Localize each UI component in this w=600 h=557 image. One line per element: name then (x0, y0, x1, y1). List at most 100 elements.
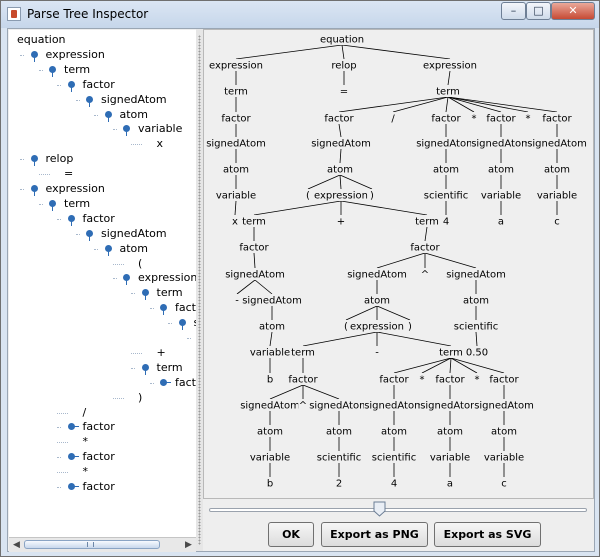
zoom-slider[interactable] (203, 499, 594, 521)
tree-edge (235, 44, 343, 60)
tree-node: ( (344, 322, 348, 333)
tree-node-background (375, 373, 413, 385)
tree-node: signedAtom (364, 401, 424, 412)
tree-node: atom (463, 296, 489, 307)
tree-node: 4 (391, 479, 397, 490)
tree-node-background (432, 163, 460, 175)
scroll-left-arrow-icon[interactable]: ◀ (13, 540, 20, 550)
tree-edge (338, 123, 342, 138)
collapsed-toggle-icon[interactable] (67, 453, 79, 461)
tree-node-background (225, 268, 285, 280)
tree-node-label[interactable]: signedAtom (101, 226, 167, 240)
tree-node-label[interactable]: + (156, 345, 166, 359)
tree-node-label[interactable]: term (64, 62, 91, 76)
tree-node-label[interactable]: factor (82, 77, 115, 91)
tree-node-label[interactable]: expression (138, 271, 197, 285)
tree-node-label[interactable]: factor (82, 480, 115, 493)
tree-node-label[interactable]: factor (82, 450, 115, 464)
expanded-toggle-icon[interactable] (160, 304, 167, 316)
expanded-toggle-icon[interactable] (104, 110, 112, 122)
ok-button[interactable]: OK (268, 522, 314, 547)
tree-node-label[interactable]: variable (138, 122, 183, 136)
expanded-toggle-icon[interactable] (67, 80, 75, 92)
tree-node-label[interactable]: term (156, 360, 183, 374)
tree-node-background (211, 189, 261, 201)
tree-node-label[interactable]: ) (138, 390, 143, 404)
tree-node-label[interactable]: * (82, 435, 89, 449)
tree-node-label[interactable]: atom (119, 241, 149, 255)
tree-node-label[interactable]: term (64, 196, 91, 210)
java-app-icon (7, 7, 21, 21)
tree-node-label[interactable]: factor (82, 211, 115, 225)
tree-node-background (472, 373, 482, 385)
expanded-toggle-icon[interactable] (30, 185, 38, 196)
tree-node-label[interactable]: equation (17, 33, 66, 46)
tree-node-label[interactable]: relop (45, 152, 74, 166)
tree-node-label[interactable]: ( (138, 256, 143, 270)
tree-node: * (472, 114, 477, 125)
tree-node-background (298, 399, 308, 411)
expanded-toggle-icon[interactable] (178, 319, 186, 331)
tree-node-background (543, 163, 571, 175)
expanded-toggle-icon[interactable] (104, 244, 112, 256)
expanded-toggle-icon[interactable] (141, 363, 149, 375)
expanded-toggle-icon[interactable] (30, 155, 38, 167)
tree-node-background (245, 346, 295, 358)
tree-node-background (245, 451, 295, 463)
export-svg-button[interactable]: Export as SVG (434, 522, 541, 547)
tree-node-background (490, 425, 518, 437)
expanded-toggle-icon[interactable] (123, 274, 130, 286)
tree-node-label[interactable]: expression (45, 182, 105, 195)
tree-node-label[interactable]: x (156, 137, 164, 151)
tree-node: expression (209, 61, 263, 72)
tree-node: + (337, 217, 345, 228)
expanded-toggle-icon[interactable] (141, 289, 149, 301)
minimize-button[interactable]: – (501, 2, 526, 20)
export-png-button[interactable]: Export as PNG (321, 522, 428, 547)
maximize-button[interactable]: □ (526, 2, 551, 20)
tree-node-label[interactable]: factor (175, 301, 196, 315)
tree-node-background (413, 215, 441, 227)
close-button[interactable]: ✕ (551, 2, 595, 20)
tree-node-label[interactable]: signedAtom (101, 92, 167, 106)
tree-edge (376, 252, 426, 269)
tree-node-label[interactable]: atom (119, 107, 149, 121)
tree-node-label[interactable]: sig (194, 316, 197, 329)
title-bar[interactable]: Parse Tree Inspector – □ ✕ (1, 1, 599, 28)
split-pane-divider[interactable] (196, 29, 203, 551)
tree-connector-line (38, 203, 43, 205)
tree-horizontal-scrollbar[interactable]: ◀ ▶ (9, 537, 196, 552)
tree-node-label[interactable]: term (156, 286, 183, 300)
expanded-toggle-icon[interactable] (86, 229, 93, 241)
tree-node-background (416, 189, 476, 201)
collapsed-toggle-icon[interactable] (67, 483, 79, 490)
slider-track (209, 508, 587, 512)
tree-node-label[interactable]: / (82, 405, 87, 419)
tree-node: atom (259, 322, 285, 333)
scroll-right-arrow-icon[interactable]: ▶ (185, 540, 192, 550)
tree-node-label[interactable]: * (82, 465, 89, 479)
tree-node-label[interactable]: expression (45, 47, 105, 61)
tree-node-label[interactable]: factor (82, 420, 115, 434)
tree-edge (450, 357, 478, 374)
collapsed-toggle-icon[interactable] (160, 378, 171, 386)
collapsed-toggle-icon[interactable] (67, 423, 79, 431)
tree-node: scientific (454, 322, 498, 333)
expanded-toggle-icon[interactable] (86, 95, 93, 107)
tree-node-background (363, 294, 391, 306)
tree-connector-line (57, 427, 61, 429)
slider-thumb[interactable] (373, 501, 386, 517)
expanded-toggle-icon[interactable] (123, 125, 130, 137)
tree-node-label[interactable]: = (64, 167, 74, 181)
expanded-toggle-icon[interactable] (49, 199, 56, 211)
expanded-toggle-icon[interactable] (67, 214, 75, 226)
tree-edge (447, 96, 529, 113)
scrollbar-thumb[interactable] (24, 540, 160, 549)
tree-node: relop (331, 61, 356, 72)
expanded-toggle-icon[interactable] (30, 50, 38, 62)
expanded-toggle-icon[interactable] (49, 65, 56, 77)
tree-node-label[interactable]: factor (175, 375, 196, 389)
tree-node-background (523, 112, 533, 124)
